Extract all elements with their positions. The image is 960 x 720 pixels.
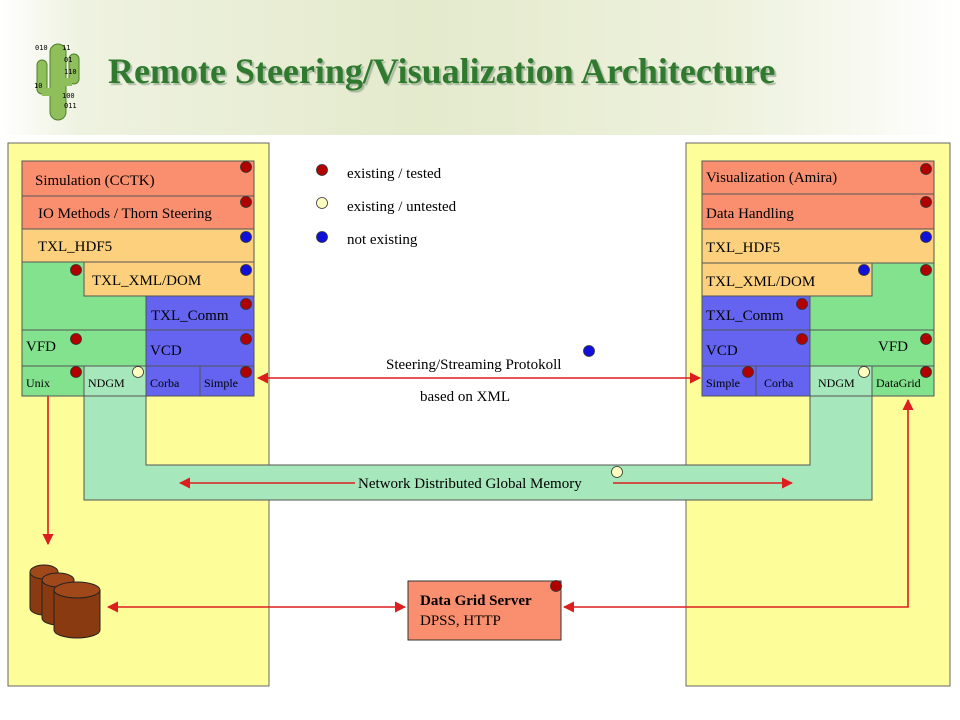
right-stack: Visualization (Amira) Data Handling TXL_… xyxy=(701,160,935,397)
logo-digits-2: 11 xyxy=(62,44,70,52)
right-visualization-label: Visualization (Amira) xyxy=(706,170,837,186)
legend-existing-tested: existing / tested xyxy=(347,166,442,182)
left-simulation-label: Simulation (CCTK) xyxy=(35,173,155,189)
right-ndgm-dot-icon xyxy=(858,366,870,378)
left-simulation-dot-icon xyxy=(240,161,252,173)
memory-label: Network Distributed Global Memory xyxy=(358,476,582,492)
datagrid-server-arrow xyxy=(562,398,914,613)
left-io-methods-label: IO Methods / Thorn Steering xyxy=(38,206,212,222)
right-status-dots xyxy=(742,163,932,378)
left-txl-xml-dom-label: TXL_XML/DOM xyxy=(92,273,201,289)
right-green-dot-icon xyxy=(920,264,932,276)
right-visualization-block xyxy=(701,160,935,195)
data-grid-server-box xyxy=(407,580,562,641)
left-unix-dot-icon xyxy=(70,366,82,378)
legend-red-dot-icon xyxy=(316,164,328,176)
right-data-handling-label: Data Handling xyxy=(706,206,794,222)
header-banner xyxy=(0,0,960,135)
right-ndgm-label: NDGM xyxy=(818,376,855,390)
left-stack: Simulation (CCTK) IO Methods / Thorn Ste… xyxy=(21,160,255,397)
left-txl-xml-dom-block xyxy=(83,261,255,297)
steering-label-bg xyxy=(383,352,581,374)
right-comm-dot-icon xyxy=(796,298,808,310)
right-txl-comm-label: TXL_Comm xyxy=(706,308,784,324)
right-txl-hdf5-label: TXL_HDF5 xyxy=(706,240,780,256)
left-vcd-label: VCD xyxy=(150,343,182,359)
right-corba-label: Corba xyxy=(764,376,794,390)
logo-digits-6: 100 xyxy=(62,92,75,100)
logo-digits-3: 01 xyxy=(64,56,72,64)
legend: existing / tested existing / untested no… xyxy=(316,164,457,248)
logo-digits-1: 010 xyxy=(35,44,48,52)
logo-digits-5: 10 xyxy=(34,82,42,90)
right-vfd-dot-icon xyxy=(920,333,932,345)
right-txl-xml-dom-block xyxy=(701,262,873,297)
right-vcd-block xyxy=(701,329,811,367)
server-status-dot-icon xyxy=(550,580,562,592)
disk-stack-icon xyxy=(29,564,101,639)
legend-existing-untested: existing / untested xyxy=(347,199,457,215)
cactus-logo-icon: 010 11 01 110 10 100 011 xyxy=(34,43,80,121)
legend-blue-dot-icon xyxy=(316,231,328,243)
memory-label-bg xyxy=(355,472,613,494)
left-txl-comm-label: TXL_Comm xyxy=(151,308,229,324)
right-vcd-dot-icon xyxy=(796,333,808,345)
data-grid-server-subtitle: DPSS, HTTP xyxy=(420,613,501,629)
left-simple-label: Simple xyxy=(204,376,238,390)
left-comm-dot-icon xyxy=(240,298,252,310)
left-simple-dot-icon xyxy=(240,366,252,378)
right-xml-dot-icon xyxy=(858,264,870,276)
right-simple-dot-icon xyxy=(742,366,754,378)
data-grid-server-title: Data Grid Server xyxy=(420,593,532,609)
right-vfd-block xyxy=(809,329,935,367)
page-title: Remote Steering/Visualization Architectu… xyxy=(108,51,776,91)
left-io-dot-icon xyxy=(240,196,252,208)
right-txl-comm-block xyxy=(701,295,811,331)
right-visualization-dot-icon xyxy=(920,163,932,175)
right-vfd-label: VFD xyxy=(878,339,908,355)
left-unix-label: Unix xyxy=(26,376,50,390)
right-hdf5-dot-icon xyxy=(920,231,932,243)
left-corba-block xyxy=(145,365,201,397)
logo-digits-4: 110 xyxy=(64,68,77,76)
left-vfd-block xyxy=(21,329,147,367)
left-vcd-block xyxy=(145,329,255,367)
left-txl-hdf5-label: TXL_HDF5 xyxy=(38,239,112,255)
right-datagrid-label: DataGrid xyxy=(876,376,921,390)
memory-status-dot-icon xyxy=(611,466,623,478)
left-green-dot-icon xyxy=(70,264,82,276)
right-datagrid-dot-icon xyxy=(920,366,932,378)
left-txl-hdf5-block xyxy=(21,228,255,263)
steering-xml-label: based on XML xyxy=(420,389,510,405)
steering-status-dot-icon xyxy=(583,345,595,357)
legend-yellow-dot-icon xyxy=(316,197,328,209)
right-txl-xml-dom-label: TXL_XML/DOM xyxy=(706,274,815,290)
right-data-handling-dot-icon xyxy=(920,196,932,208)
logo-digits-7: 011 xyxy=(64,102,77,110)
left-simulation-block xyxy=(21,160,255,197)
legend-not-existing: not existing xyxy=(347,232,418,248)
left-vfd-label: VFD xyxy=(26,339,56,355)
left-status-dots xyxy=(70,161,252,378)
right-txl-hdf5-block xyxy=(701,228,935,264)
right-data-handling-block xyxy=(701,193,935,230)
left-hdf5-dot-icon xyxy=(240,231,252,243)
left-vfd-dot-icon xyxy=(70,333,82,345)
right-simple-label: Simple xyxy=(706,376,740,390)
left-corba-label: Corba xyxy=(150,376,180,390)
right-vcd-label: VCD xyxy=(706,343,738,359)
left-ndgm-dot-icon xyxy=(132,366,144,378)
left-vcd-dot-icon xyxy=(240,333,252,345)
left-io-methods-block xyxy=(21,195,255,230)
left-xml-dot-icon xyxy=(240,264,252,276)
steering-protocol-label: Steering/Streaming Protokoll xyxy=(386,357,561,373)
left-ndgm-label: NDGM xyxy=(88,376,125,390)
right-corba-block xyxy=(755,365,811,397)
